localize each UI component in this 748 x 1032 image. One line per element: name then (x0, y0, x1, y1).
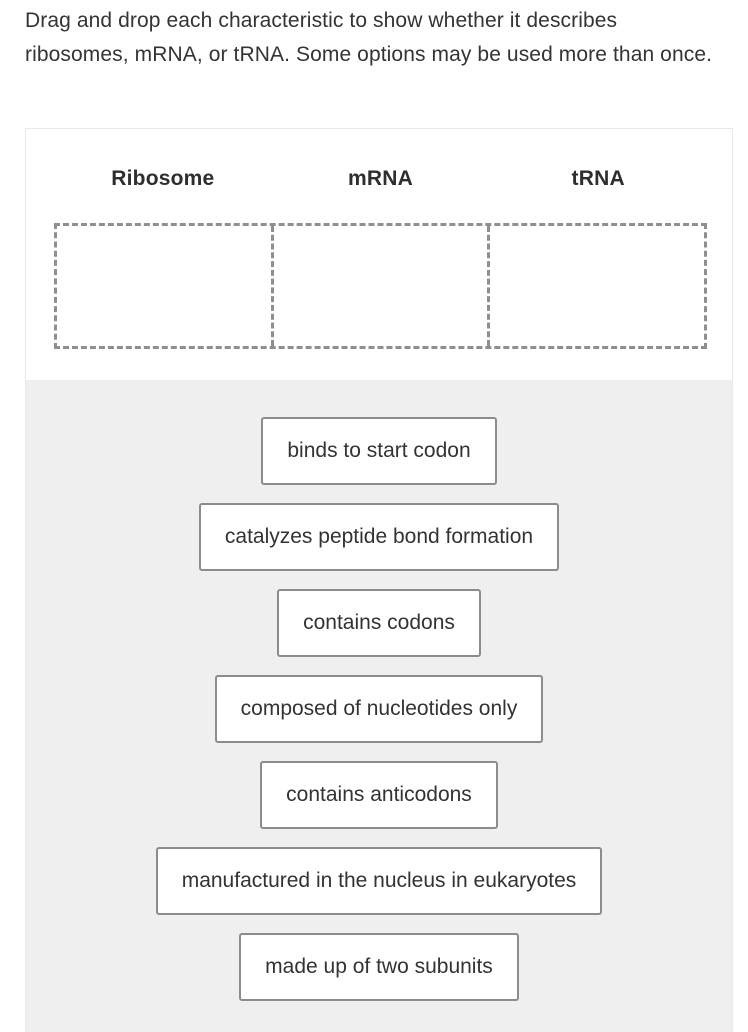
drop-zone-mrna[interactable] (274, 226, 491, 346)
option-chip[interactable]: contains codons (277, 589, 481, 657)
option-chip[interactable]: manufactured in the nucleus in eukaryote… (155, 847, 603, 915)
category-header-ribosome: Ribosome (111, 167, 215, 190)
category-header-trna: tRNA (571, 167, 625, 190)
drop-zone-row (54, 223, 707, 349)
option-chip[interactable]: composed of nucleotides only (214, 675, 544, 743)
option-chip[interactable]: catalyzes peptide bond formation (198, 503, 560, 571)
category-header-row: Ribosome mRNA tRNA (54, 167, 707, 191)
drop-zone-ribosome[interactable] (57, 226, 274, 346)
options-tray: binds to start codon catalyzes peptide b… (25, 380, 733, 1032)
option-chip[interactable]: contains anticodons (260, 761, 498, 829)
category-header-mrna: mRNA (348, 167, 413, 190)
categories-panel: Ribosome mRNA tRNA (25, 128, 733, 380)
option-chip[interactable]: made up of two subunits (239, 933, 519, 1001)
drop-zone-trna[interactable] (490, 226, 704, 346)
option-chip[interactable]: binds to start codon (261, 417, 497, 485)
instruction-text: Drag and drop each characteristic to sho… (25, 9, 713, 66)
